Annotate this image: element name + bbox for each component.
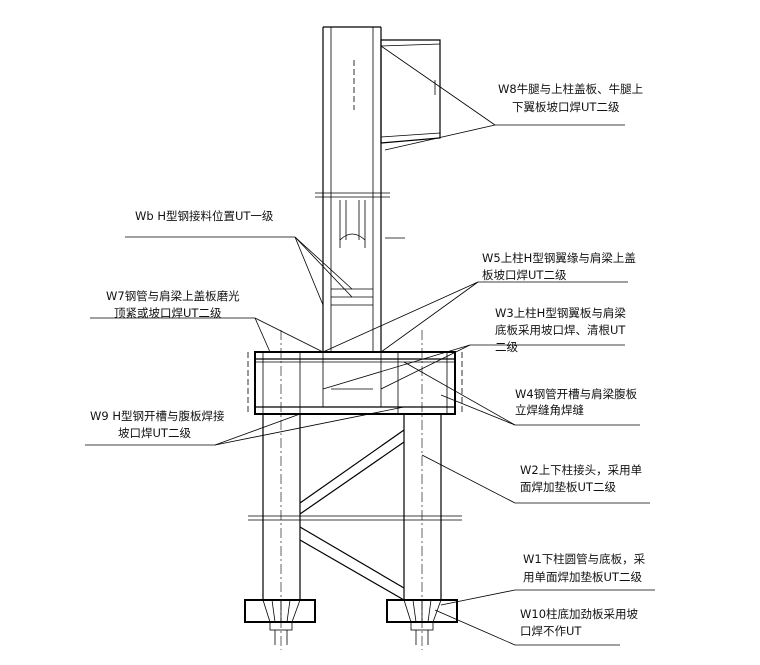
upper-h-column — [315, 26, 405, 352]
svg-text:立焊缝角焊缝: 立焊缝角焊缝 — [515, 403, 584, 417]
svg-text:下翼板坡口焊UT二级: 下翼板坡口焊UT二级 — [512, 100, 620, 114]
column-base-left — [244, 599, 316, 645]
annotation-w3: W3上柱H型钢翼板与肩梁 底板采用坡口焊、清根UT 二级 — [495, 306, 626, 354]
annotation-w5: W5上柱H型钢翼缘与肩梁上盖 板坡口焊UT二级 — [482, 251, 636, 282]
annotation-w9: W9 H型钢开槽与腹板焊接 坡口焊UT二级 — [90, 409, 225, 440]
svg-text:坡口焊UT二级: 坡口焊UT二级 — [118, 426, 191, 440]
annotation-wb: Wb H型钢接料位置UT一级 — [135, 209, 274, 223]
corbel-bracket — [380, 39, 441, 144]
diagonal-brace-lower — [299, 526, 405, 601]
svg-text:W4钢管开槽与肩梁腹板: W4钢管开槽与肩梁腹板 — [515, 387, 638, 401]
annotation-w4: W4钢管开槽与肩梁腹板 立焊缝角焊缝 — [515, 387, 638, 417]
annotation-w7: W7钢管与肩梁上盖板磨光 顶紧或坡口焊UT二级 — [106, 289, 240, 320]
svg-text:二级: 二级 — [495, 340, 518, 354]
svg-text:口焊不作UT: 口焊不作UT — [520, 624, 582, 638]
splice-plate — [248, 515, 462, 521]
svg-text:W7钢管与肩梁上盖板磨光: W7钢管与肩梁上盖板磨光 — [106, 289, 240, 303]
svg-text:W10柱底加劲板采用坡: W10柱底加劲板采用坡 — [520, 607, 639, 621]
svg-text:板坡口焊UT二级: 板坡口焊UT二级 — [482, 268, 567, 282]
svg-text:用单面焊加垫板UT二级: 用单面焊加垫板UT二级 — [523, 570, 642, 584]
svg-text:Wb H型钢接料位置UT一级: Wb H型钢接料位置UT一级 — [135, 209, 274, 223]
column-base-right — [386, 599, 458, 645]
leader-lines — [85, 45, 655, 646]
svg-text:W3上柱H型钢翼板与肩梁: W3上柱H型钢翼板与肩梁 — [495, 306, 626, 320]
svg-text:W9 H型钢开槽与腹板焊接: W9 H型钢开槽与腹板焊接 — [90, 409, 225, 423]
lower-right-tube — [403, 330, 442, 650]
annotation-w1: W1下柱圆管与底板，采 用单面焊加垫板UT二级 — [523, 552, 646, 584]
svg-text:W1下柱圆管与底板，采: W1下柱圆管与底板，采 — [523, 552, 646, 566]
svg-text:底板采用坡口焊、清根UT: 底板采用坡口焊、清根UT — [495, 323, 626, 337]
shoulder-beam — [247, 351, 463, 415]
annotation-w10: W10柱底加劲板采用坡 口焊不作UT — [520, 607, 639, 638]
svg-text:W5上柱H型钢翼缘与肩梁上盖: W5上柱H型钢翼缘与肩梁上盖 — [482, 251, 636, 265]
svg-text:W2上下柱接头，采用单: W2上下柱接头，采用单 — [520, 463, 642, 477]
svg-text:面焊加垫板UT二级: 面焊加垫板UT二级 — [520, 480, 616, 494]
lower-left-tube — [262, 330, 301, 650]
svg-text:顶紧或坡口焊UT二级: 顶紧或坡口焊UT二级 — [114, 306, 222, 320]
svg-text:W8牛腿与上柱盖板、牛腿上: W8牛腿与上柱盖板、牛腿上 — [498, 82, 643, 96]
annotation-w8: W8牛腿与上柱盖板、牛腿上 下翼板坡口焊UT二级 — [498, 82, 643, 114]
annotation-w2: W2上下柱接头，采用单 面焊加垫板UT二级 — [520, 463, 642, 494]
diagonal-brace-upper — [299, 429, 405, 515]
